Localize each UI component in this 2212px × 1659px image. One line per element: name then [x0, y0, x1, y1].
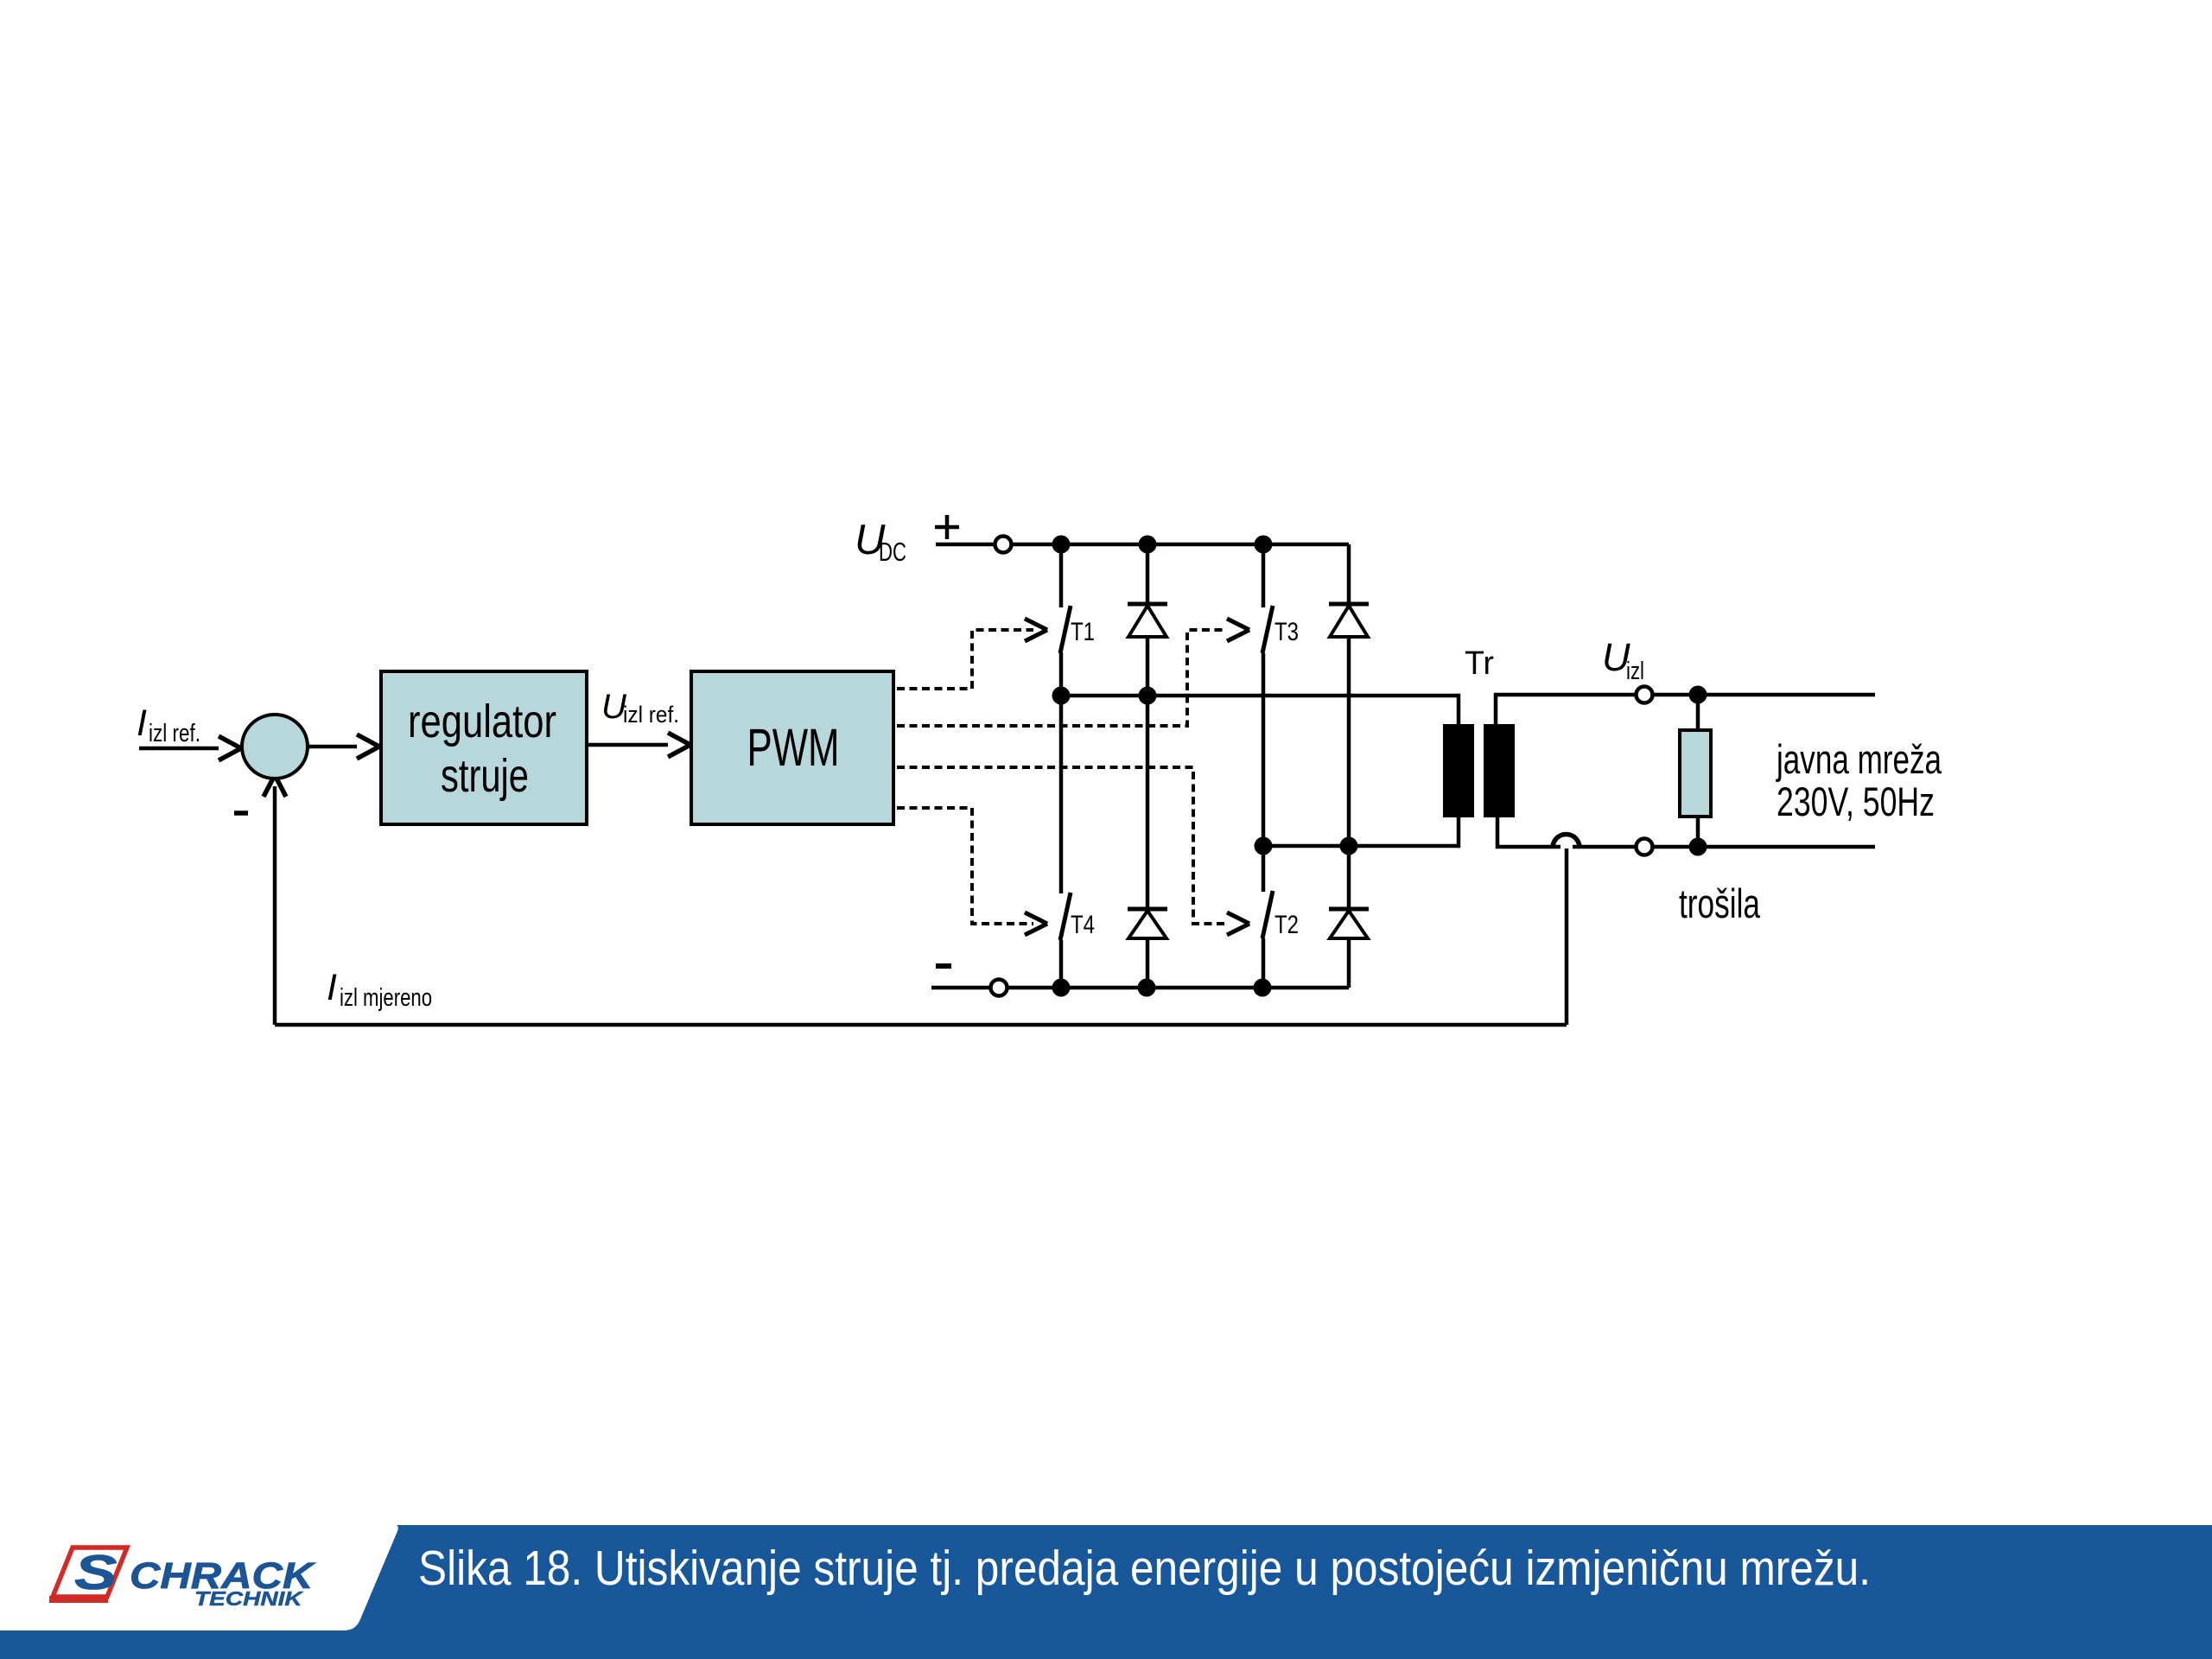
svg-text:trošila: trošila — [1679, 880, 1761, 926]
svg-text:S: S — [74, 1545, 117, 1600]
svg-text:Slika 18. Utiskivanje struje t: Slika 18. Utiskivanje struje tj. predaja… — [418, 1541, 1871, 1596]
svg-text:regulator: regulator — [408, 696, 556, 747]
svg-text:I: I — [327, 967, 337, 1008]
svg-text:Tr: Tr — [1465, 645, 1494, 682]
svg-text:TECHNIK: TECHNIK — [194, 1588, 304, 1610]
svg-text:230V, 50Hz: 230V, 50Hz — [1777, 779, 1935, 824]
svg-text:U: U — [855, 517, 886, 563]
svg-text:U: U — [1602, 635, 1630, 679]
svg-text:U: U — [601, 688, 627, 726]
svg-text:DC: DC — [879, 537, 906, 567]
svg-text:PWM: PWM — [747, 718, 840, 777]
svg-text:izl: izl — [1626, 658, 1644, 685]
svg-text:T4: T4 — [1071, 911, 1095, 939]
svg-text:izl ref.: izl ref. — [623, 702, 679, 728]
svg-text:javna mreža: javna mreža — [1776, 736, 1942, 782]
svg-text:izl ref.: izl ref. — [149, 720, 200, 747]
svg-text:izl mjereno: izl mjereno — [340, 984, 432, 1012]
svg-text:T2: T2 — [1274, 911, 1299, 939]
svg-text:I: I — [137, 702, 147, 744]
svg-text:T3: T3 — [1274, 618, 1299, 646]
svg-text:T1: T1 — [1071, 618, 1095, 646]
svg-text:CHRACK: CHRACK — [130, 1554, 316, 1596]
svg-text:struje: struje — [441, 750, 529, 802]
